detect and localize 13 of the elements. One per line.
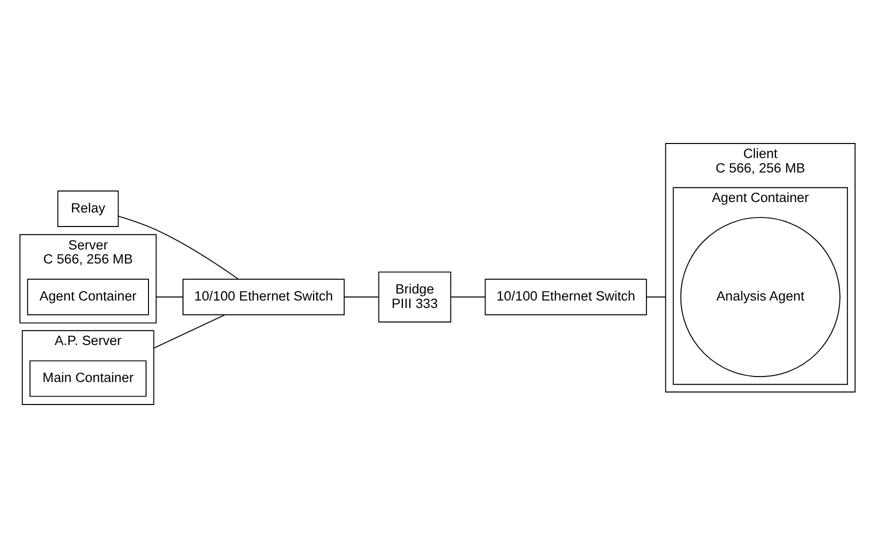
connector [344, 296, 379, 297]
connector [118, 215, 239, 280]
node-box: Relay [57, 190, 119, 226]
node-circle: Analysis Agent [680, 216, 840, 377]
connector [156, 296, 184, 297]
connector [646, 296, 666, 297]
node-box: Bridge PIII 333 [378, 271, 452, 322]
connector [153, 314, 226, 348]
node-box: 10/100 Ethernet Switch [182, 278, 345, 315]
node-box: 10/100 Ethernet Switch [484, 278, 647, 315]
node-box: Main Container [30, 360, 147, 396]
node-box: Agent Container [27, 278, 149, 315]
connector [450, 296, 486, 297]
